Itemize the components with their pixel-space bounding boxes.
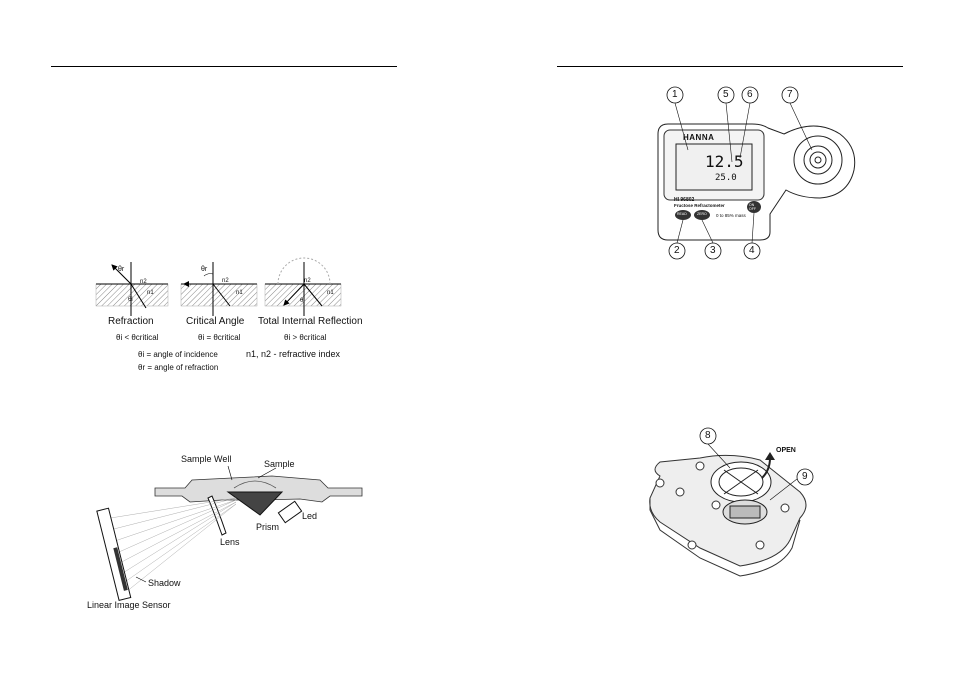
- svg-text:n2: n2: [222, 278, 229, 284]
- label-led: Led: [302, 511, 318, 521]
- left-header-rule: [51, 66, 397, 67]
- label-sample: Sample: [264, 459, 295, 469]
- label-sample-well: Sample Well: [181, 454, 232, 464]
- label-shadow: Shadow: [148, 578, 181, 588]
- read-button[interactable]: READ: [677, 212, 687, 216]
- svg-text:n1: n1: [147, 290, 154, 296]
- label-linear-image-sensor: Linear Image Sensor: [87, 600, 171, 610]
- label-lens: Lens: [220, 537, 240, 547]
- callout-3: 3: [710, 245, 716, 256]
- total-internal-reflection-panel: n2 n1 θi: [264, 257, 342, 316]
- svg-text:n2: n2: [304, 278, 311, 284]
- critical-angle-panel: θr n2 n1: [180, 262, 258, 316]
- device-brand: HANNA: [683, 133, 715, 142]
- callout-4: 4: [749, 245, 755, 256]
- refraction-panel: θr n2 n1 θi: [95, 262, 169, 316]
- open-label: OPEN: [776, 447, 796, 454]
- panel-cond-tir: θi > θcritical: [284, 333, 327, 342]
- callout-8: 8: [705, 430, 711, 441]
- svg-text:n2: n2: [140, 279, 147, 285]
- svg-text:θi: θi: [300, 298, 305, 304]
- label-prism: Prism: [256, 522, 279, 532]
- svg-text:θi: θi: [128, 297, 133, 303]
- callout-9: 9: [802, 471, 808, 482]
- device-range: 0 to 85% mass: [716, 213, 746, 218]
- legend-refraction: θr = angle of refraction: [138, 363, 219, 372]
- device-temp: 25.0: [715, 173, 737, 183]
- panel-title-critical: Critical Angle: [186, 316, 245, 327]
- svg-text:n1: n1: [236, 290, 243, 296]
- device-name: Fructose Refractometer: [674, 203, 725, 208]
- svg-text:n1: n1: [327, 290, 334, 296]
- device-reading: 12.5: [705, 152, 744, 171]
- panel-title-refraction: Refraction: [108, 316, 154, 327]
- callout-7: 7: [787, 89, 793, 100]
- callout-2: 2: [674, 245, 680, 256]
- device-model: HI 96802: [674, 197, 695, 203]
- right-header-rule: [557, 66, 903, 67]
- panel-title-tir: Total Internal Reflection: [258, 316, 363, 327]
- callout-6: 6: [747, 89, 753, 100]
- svg-text:θr: θr: [201, 266, 208, 273]
- svg-text:θr: θr: [118, 266, 125, 273]
- panel-cond-critical: θi = θcritical: [198, 333, 241, 342]
- zero-button[interactable]: ZERO: [697, 212, 707, 216]
- legend-index: n1, n2 - refractive index: [246, 349, 341, 359]
- callout-1: 1: [672, 89, 678, 100]
- on-off-button[interactable]: ON OFF: [749, 203, 756, 211]
- panel-cond-refraction: θi < θcritical: [116, 333, 159, 342]
- legend-incidence: θi = angle of incidence: [138, 350, 218, 359]
- callout-5: 5: [723, 89, 729, 100]
